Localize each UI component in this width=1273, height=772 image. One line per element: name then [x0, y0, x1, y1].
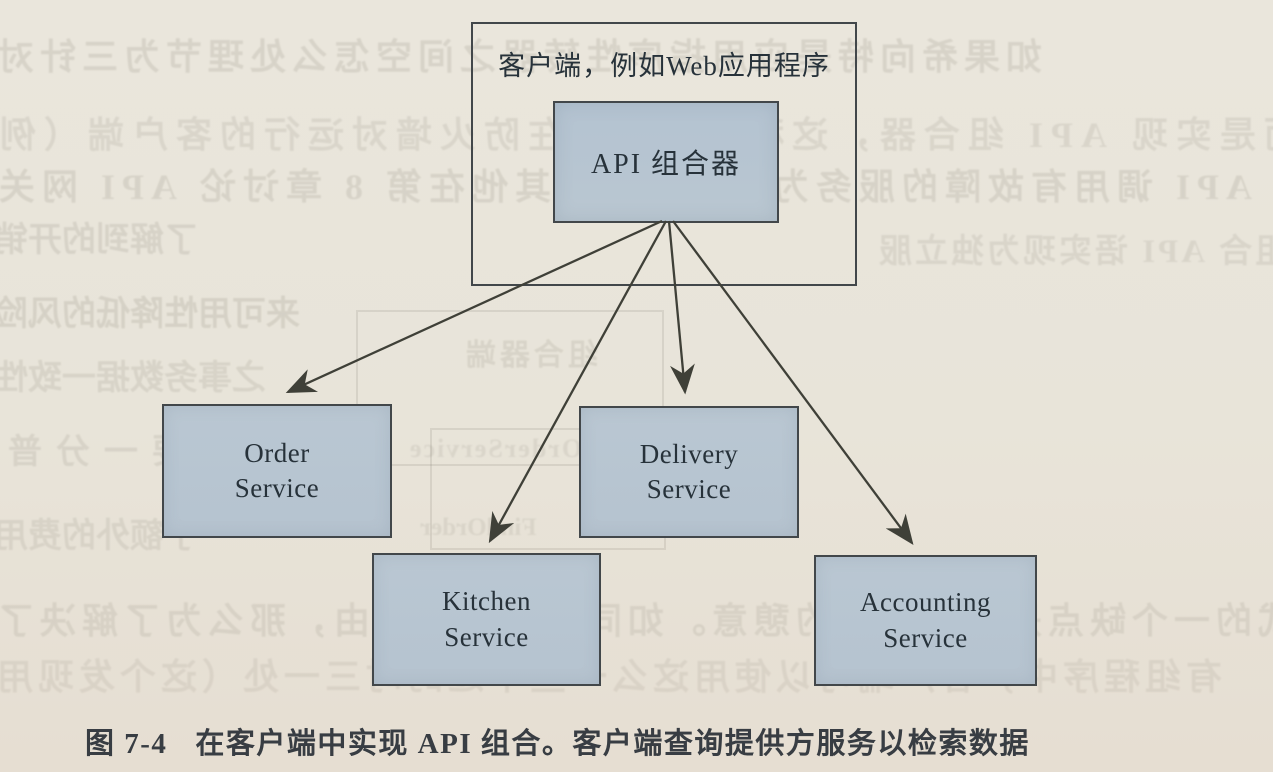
bleed-through-text: OrderService — [408, 434, 583, 463]
accounting-service-box: Accounting Service — [814, 555, 1037, 686]
figure-caption: 图 7-4 在客户端中实现 API 组合。客户端查询提供方服务以检索数据 — [85, 720, 1245, 762]
bleed-through-text: 之事务数据一致性 — [0, 360, 266, 397]
kitchen-service-label-line1: Kitchen — [442, 586, 531, 617]
delivery-service-box: Delivery Service — [579, 406, 799, 538]
order-service-box: Order Service — [162, 404, 392, 538]
accounting-service-label-line2: Service — [883, 622, 968, 653]
figure-caption-text: 在客户端中实现 API 组合。客户端查询提供方服务以检索数据 — [195, 728, 1030, 760]
delivery-service-label-line1: Delivery — [639, 438, 739, 469]
api-composer-box: API 组合器 — [553, 101, 779, 223]
client-box: 客户端，例如Web应用程序 — [471, 22, 857, 286]
bleed-through-text: 三个选择（如图 7-6 所示）组合 API 语实现为独立服 — [876, 234, 1273, 270]
bleed-through-text: 组合器端 — [462, 339, 598, 372]
delivery-service-label-line2: Service — [646, 474, 732, 504]
bleed-through-text: 了解到的开销 — [0, 222, 198, 259]
accounting-service-label-line1: Accounting — [860, 587, 991, 618]
api-composer-label: API 组合器 — [590, 149, 742, 180]
bleed-through-text: 来可用性降低的风险 — [0, 296, 300, 333]
order-service-label-line1: Order — [244, 437, 310, 468]
bleed-through-text: 模式的一个缺点是它要增加的憩意。如同参数等等是由，那么为了解决了 — [0, 601, 1273, 641]
client-box-label: 客户端，例如Web应用程序 — [498, 51, 830, 81]
figure-number: 图 7-4 — [85, 728, 168, 760]
order-service-label-line2: Service — [234, 473, 320, 503]
kitchen-service-box: Kitchen Service — [372, 553, 601, 686]
bleed-through-text: 有组程序中，客户端可以使用这么一些不过的时三一处（这个发现用 — [0, 657, 1223, 697]
kitchen-service-label-line2: Service — [444, 621, 529, 652]
bleed-through-text: FindOrder — [420, 514, 537, 541]
